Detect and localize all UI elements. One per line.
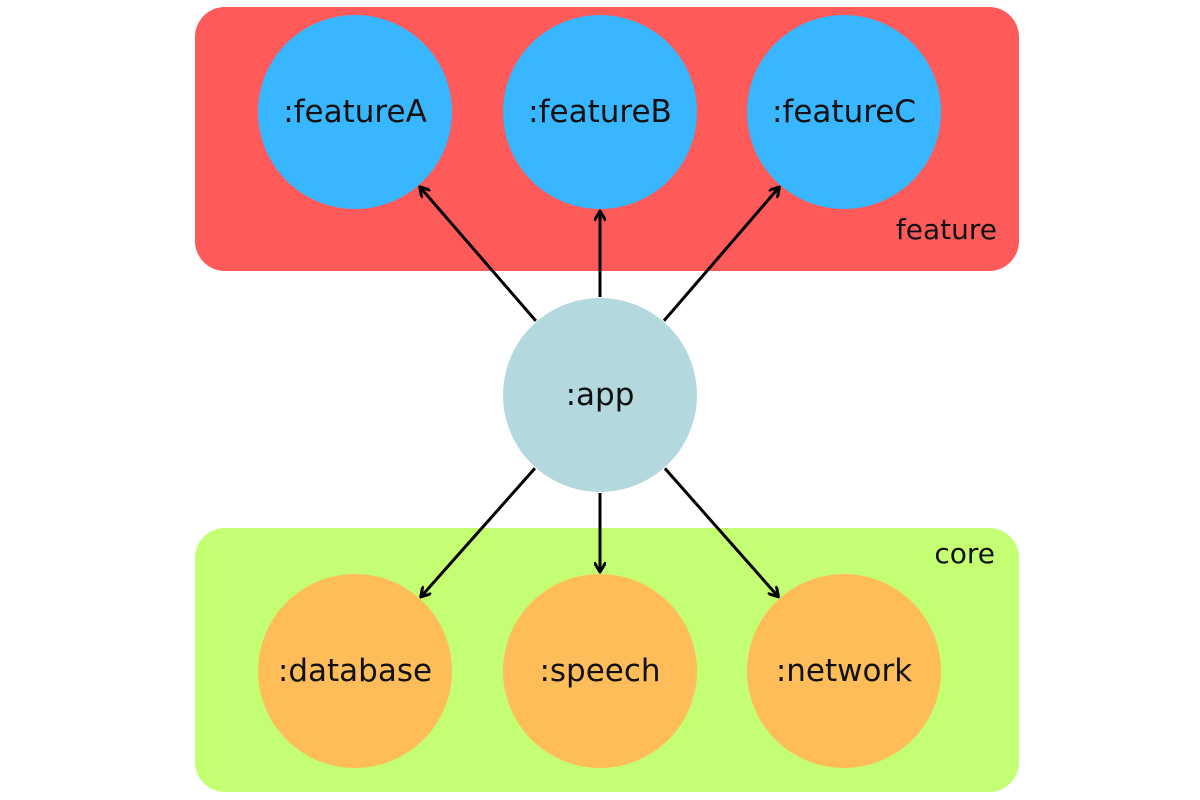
feature-c-label: :featureC: [771, 94, 916, 130]
feature-b-node: :featureB: [503, 15, 697, 209]
database-node: :database: [258, 574, 452, 768]
feature-group-label: feature: [895, 213, 997, 246]
speech-label: :speech: [539, 653, 661, 689]
network-node: :network: [747, 574, 941, 768]
feature-b-label: :featureB: [528, 94, 672, 130]
app-label: :app: [565, 377, 635, 413]
app-node: :app: [503, 298, 697, 492]
database-label: :database: [277, 653, 433, 689]
feature-a-node: :featureA: [258, 15, 452, 209]
core-group-label: core: [934, 537, 995, 570]
feature-c-node: :featureC: [747, 15, 941, 209]
speech-node: :speech: [503, 574, 697, 768]
network-label: :network: [775, 653, 913, 689]
feature-a-label: :featureA: [283, 94, 427, 130]
